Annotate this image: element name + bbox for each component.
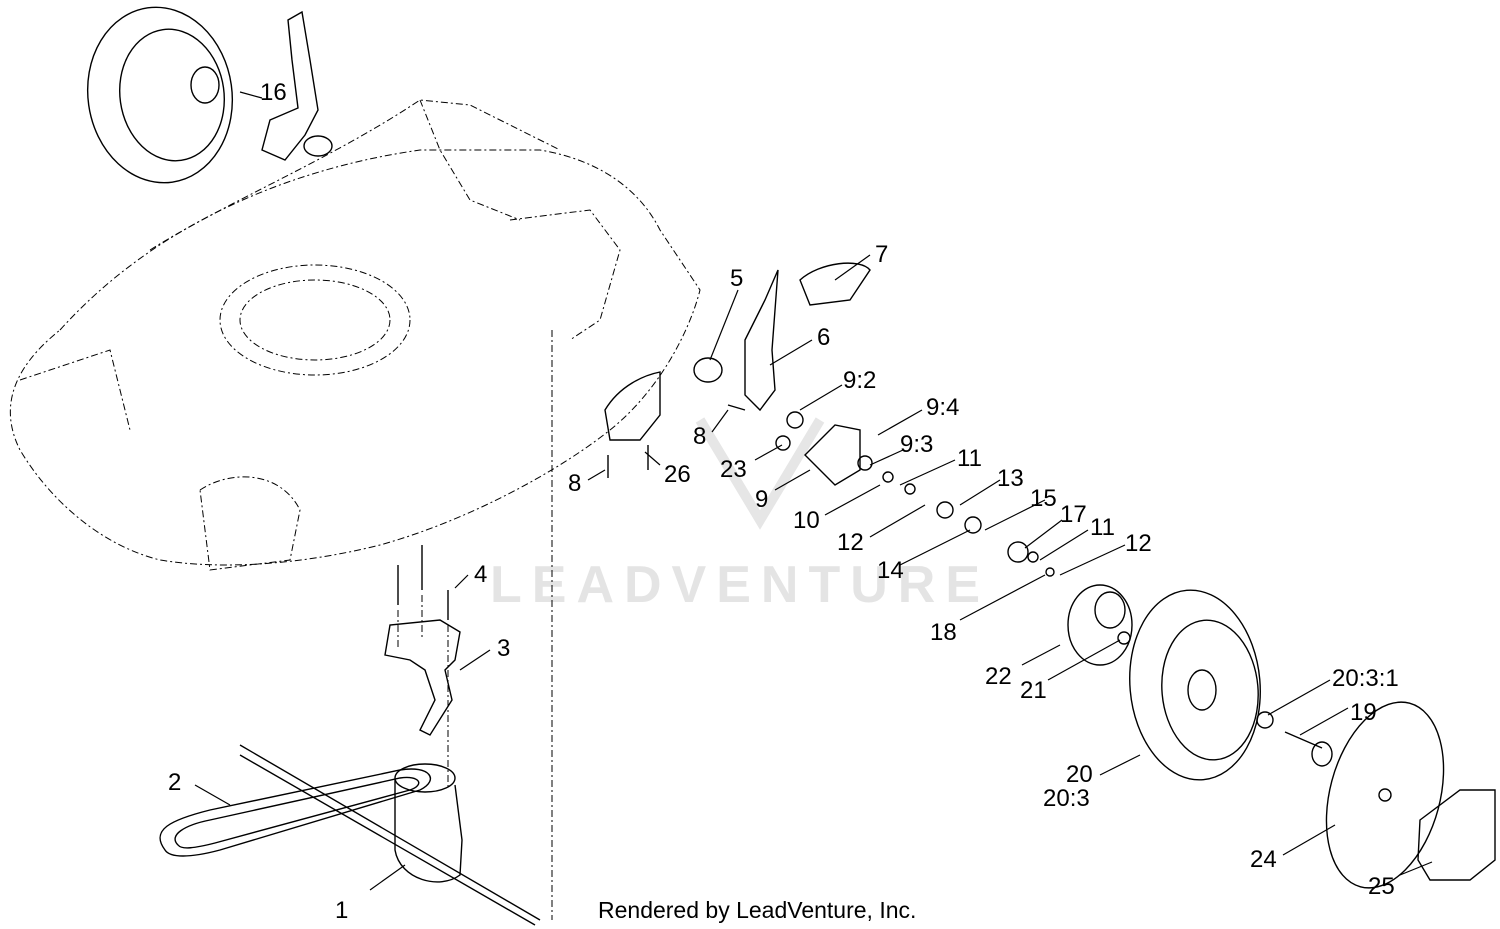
callout-3: 3: [497, 635, 510, 662]
callout-6: 6: [817, 324, 830, 351]
callout-16: 16: [260, 79, 287, 106]
leader-lines: [194, 254, 1433, 891]
callout-19: 19: [1350, 699, 1377, 726]
callout-26: 26: [664, 461, 691, 488]
callout-21: 21: [1020, 677, 1047, 704]
callouts: 1 2 3 4 5 6 7 8 8 9 9:2 9:3 9:4 10 11 11…: [168, 79, 1399, 924]
callout-11-upper: 11: [957, 445, 982, 472]
callout-9-2: 9:2: [843, 367, 876, 394]
callout-18: 18: [930, 619, 957, 646]
callout-2: 2: [168, 769, 181, 796]
callout-20: 20: [1066, 761, 1093, 788]
callout-12-right: 12: [1125, 530, 1152, 557]
watermark-logo: [695, 417, 825, 530]
callout-17: 17: [1060, 501, 1087, 528]
callout-8-upper: 8: [693, 423, 706, 450]
watermark: LEADVENTURE: [490, 556, 990, 614]
screws: [397, 545, 449, 790]
transmission-bracket: [384, 619, 461, 736]
emblem: [1417, 789, 1496, 881]
transmission: [239, 330, 553, 926]
callout-13: 13: [997, 465, 1024, 492]
callout-15: 15: [1030, 485, 1057, 512]
callout-8-lower: 8: [568, 470, 581, 497]
drive-cover: [1067, 584, 1133, 666]
height-plate: [604, 371, 661, 441]
callout-1: 1: [335, 897, 348, 924]
callout-10: 10: [793, 507, 820, 534]
front-wheel: [1129, 589, 1333, 781]
callout-9-4: 9:4: [926, 394, 959, 421]
drive-belt: [159, 768, 432, 857]
callout-14: 14: [877, 557, 904, 584]
hub-cap: [1325, 701, 1445, 889]
callout-20-3: 20:3: [1043, 785, 1090, 812]
adjuster-bracket: [693, 262, 871, 412]
callout-12-left: 12: [837, 529, 864, 556]
callout-24: 24: [1250, 846, 1277, 873]
callout-11-lower: 11: [1090, 514, 1115, 541]
callout-23: 23: [720, 456, 747, 483]
callout-9: 9: [755, 486, 768, 513]
callout-20-3-1: 20:3:1: [1332, 665, 1399, 692]
small-screws: [607, 404, 746, 478]
callout-22: 22: [985, 663, 1012, 690]
callout-9-3: 9:3: [900, 431, 933, 458]
callout-7: 7: [875, 241, 888, 268]
pivot-bracket: [775, 411, 1055, 577]
callout-4: 4: [474, 561, 487, 588]
render-credit: Rendered by LeadVenture, Inc.: [598, 897, 916, 923]
rear-wheel-assembly: [86, 6, 333, 184]
mower-deck: [9, 99, 701, 571]
callout-5: 5: [730, 265, 743, 292]
callout-25: 25: [1368, 873, 1395, 900]
